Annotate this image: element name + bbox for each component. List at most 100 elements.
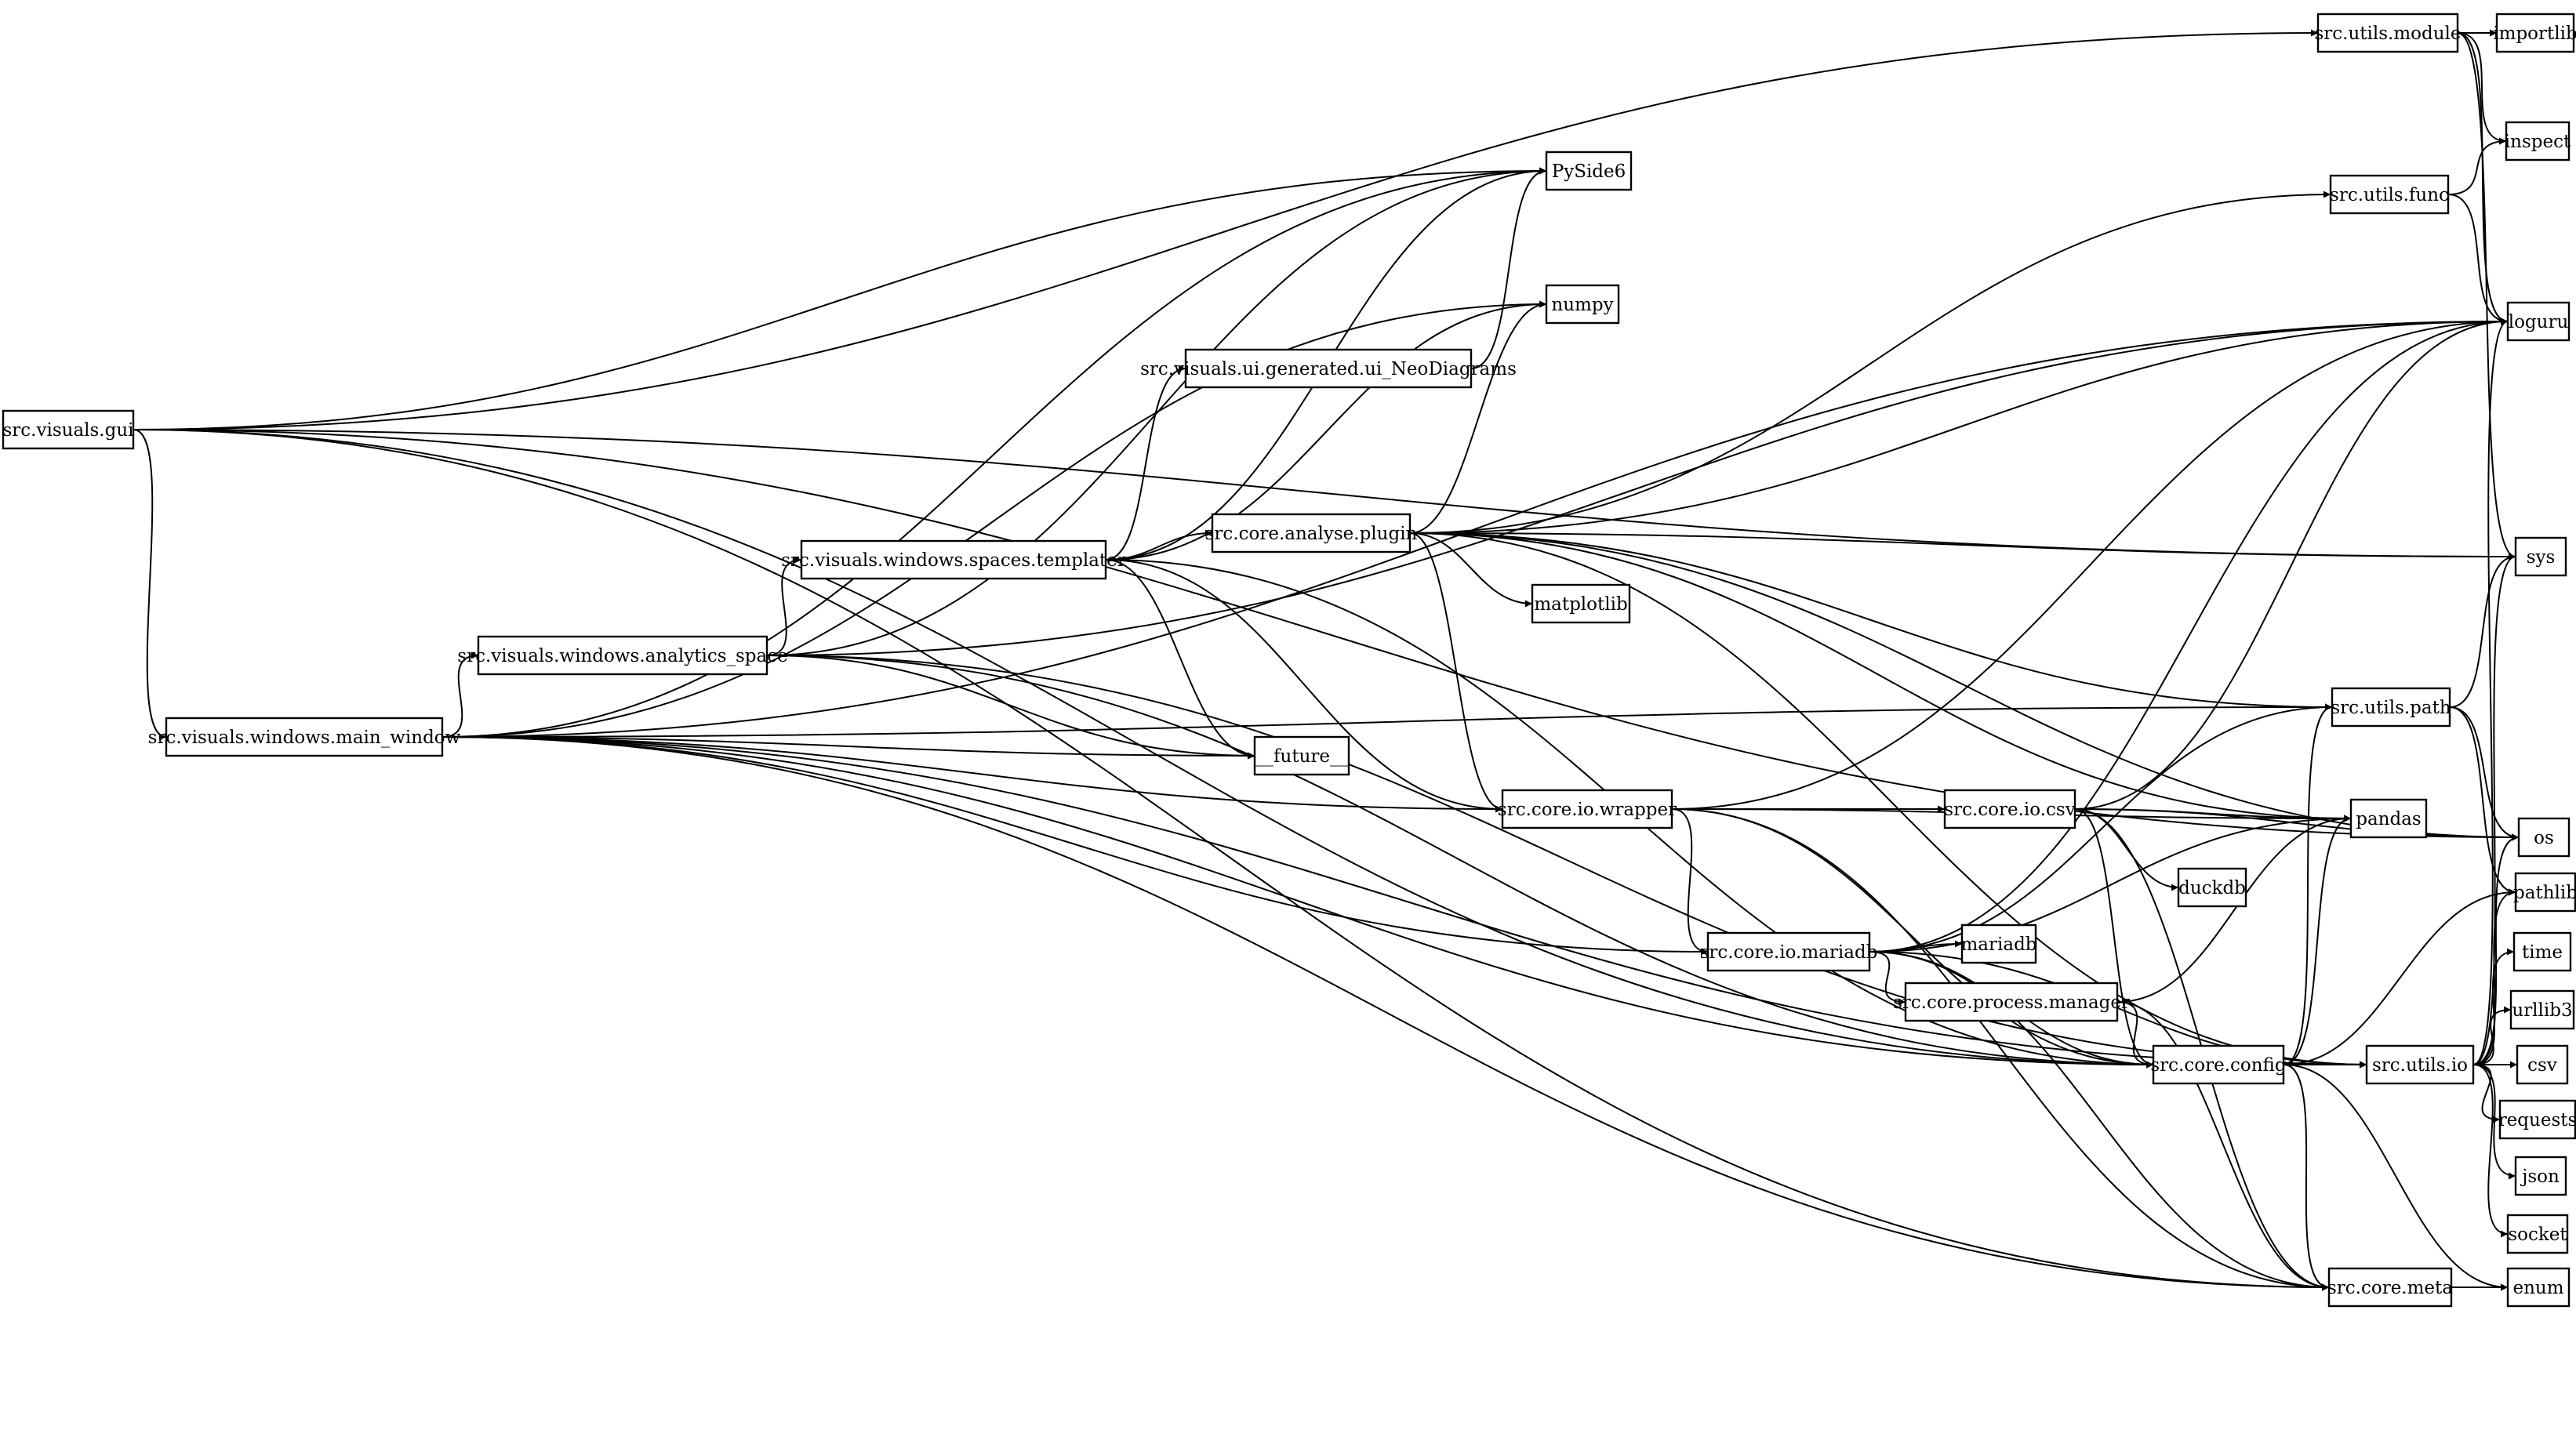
node-label: urllib3: [2512, 1000, 2572, 1021]
edge-utils-io-to-socket: [2472, 1064, 2509, 1238]
node-box: [2, 409, 135, 450]
node-label: matplotlib: [1534, 594, 1627, 615]
node-utils-func: src.utils.func: [2329, 174, 2450, 215]
node-loguru: loguru: [2506, 301, 2571, 342]
node-label: numpy: [1551, 295, 1613, 315]
node-label: src.utils.io: [2372, 1055, 2468, 1076]
node-box: [165, 717, 444, 757]
edge-utils-module-to-inspect: [2457, 32, 2507, 145]
node-label: src.core.io.mariadb: [1700, 942, 1878, 963]
node-plugin: src.core.analyse.plugin: [1205, 513, 1418, 553]
node-mariadb: mariadb: [1960, 924, 2037, 964]
node-layer: src.visuals.guisrc.visuals.windows.main_…: [2, 13, 2576, 1308]
edge-mariadb-io-to-pandas: [1869, 815, 2352, 953]
node-importlib: importlib: [2493, 13, 2576, 53]
node-label: sys: [2527, 547, 2556, 568]
node-box: [2177, 867, 2247, 908]
edge-main-window-to-future: [441, 736, 1255, 760]
node-box: [1904, 982, 2119, 1022]
edge-main-window-to-loguru: [441, 318, 2509, 738]
edge-gui-to-pyside6: [133, 167, 1547, 430]
edge-utils-func-to-loguru: [2447, 194, 2509, 325]
node-time: time: [2512, 931, 2572, 972]
node-label: PySide6: [1552, 161, 1626, 182]
edge-gui-to-config: [133, 429, 2154, 1069]
edge-mariadb-io-to-utils-path: [1869, 703, 2333, 953]
node-box: [2152, 1044, 2285, 1085]
node-label: src.visuals.windows.analytics_space: [457, 646, 787, 666]
edge-plugin-to-utils-path: [1409, 532, 2333, 711]
edge-utils-io-to-time: [2472, 948, 2515, 1065]
edge-wrapper-to-loguru: [1671, 318, 2509, 810]
edge-plugin-to-utils-func: [1409, 191, 2331, 534]
edge-utils-io-to-os: [2472, 833, 2520, 1065]
edge-analytics-space-to-loguru: [766, 318, 2509, 656]
node-label: enum: [2512, 1278, 2563, 1298]
node-label: src.utils.path: [2331, 698, 2451, 718]
node-label: src.visuals.ui.generated.ui_NeoDiagrams: [1140, 359, 1517, 379]
edge-main-window-to-mariadb-io: [441, 736, 1709, 956]
node-urllib3: urllib3: [2509, 989, 2575, 1030]
node-label: json: [2520, 1167, 2560, 1187]
edge-ui-neo-to-pyside6: [1470, 167, 1547, 369]
node-box: [2514, 872, 2576, 913]
node-box: [1211, 513, 1412, 553]
node-label: requests: [2498, 1110, 2576, 1130]
edge-io-csv-to-os: [2074, 808, 2520, 841]
edge-config-to-enum: [2283, 1064, 2509, 1291]
node-utils-io: src.utils.io: [2365, 1044, 2475, 1085]
edge-plugin-to-utils-io: [1409, 532, 2367, 1069]
node-label: src.core.process.manager: [1893, 993, 2130, 1013]
node-label: time: [2522, 942, 2563, 963]
node-box: [2512, 931, 2572, 972]
edge-utils-module-to-sys: [2457, 32, 2516, 561]
node-numpy: numpy: [1545, 284, 1620, 325]
node-label: src.utils.module: [2314, 24, 2461, 44]
edge-plugin-to-loguru: [1409, 318, 2509, 534]
node-future: __future__: [1253, 735, 1350, 776]
node-box: [800, 539, 1107, 580]
edge-plugin-to-numpy: [1409, 300, 1547, 534]
node-io-csv: src.core.io.csv: [1943, 789, 2076, 829]
edge-gui-to-main-window: [133, 429, 167, 741]
node-box: [2331, 687, 2451, 728]
edge-utils-io-to-loguru: [2472, 318, 2509, 1065]
node-box: [2365, 1044, 2475, 1085]
node-config: src.core.config: [2150, 1044, 2287, 1085]
edge-utils-io-to-sys: [2472, 553, 2516, 1065]
node-box: [477, 635, 768, 676]
node-pandas: pandas: [2349, 798, 2428, 839]
node-wrapper: src.core.io.wrapper: [1498, 789, 1677, 829]
edge-plugin-to-pandas: [1409, 532, 2352, 822]
node-main-window: src.visuals.windows.main_window: [148, 717, 461, 757]
node-box: [1531, 583, 1631, 624]
node-box: [2316, 13, 2459, 53]
node-analytics-space: src.visuals.windows.analytics_space: [457, 635, 788, 676]
edge-io-csv-to-config: [2074, 808, 2154, 1069]
node-label: src.visuals.windows.spaces.templater: [781, 550, 1126, 571]
edge-main-window-to-config: [441, 736, 2154, 1069]
edge-config-to-meta: [2283, 1064, 2330, 1291]
edge-gui-to-utils-module: [133, 29, 2319, 430]
edge-main-window-to-utils-path: [441, 703, 2333, 738]
node-box: [2509, 989, 2575, 1030]
node-label: duckdb: [2178, 878, 2246, 898]
node-box: [2349, 798, 2428, 839]
node-label: os: [2534, 828, 2554, 848]
edge-analytics-space-to-pyside6: [766, 167, 1547, 656]
node-box: [1253, 735, 1350, 776]
node-label: __future__: [1255, 746, 1348, 767]
node-ui-neo: src.visuals.ui.generated.ui_NeoDiagrams: [1140, 348, 1517, 389]
node-label: src.core.meta: [2327, 1278, 2453, 1298]
edge-analytics-space-to-utils-io: [766, 655, 2367, 1069]
edge-config-to-pandas: [2283, 815, 2352, 1065]
edge-config-to-utils-path: [2283, 703, 2333, 1065]
node-label: src.visuals.windows.main_window: [148, 728, 461, 748]
node-mariadb-io: src.core.io.mariadb: [1700, 931, 1878, 972]
node-box: [2495, 13, 2575, 53]
node-box: [2327, 1267, 2453, 1308]
edge-mariadb-io-to-meta: [1869, 951, 2330, 1291]
node-pathlib: pathlib: [2513, 872, 2576, 913]
node-pyside6: PySide6: [1545, 151, 1633, 191]
node-box: [2498, 1099, 2576, 1140]
